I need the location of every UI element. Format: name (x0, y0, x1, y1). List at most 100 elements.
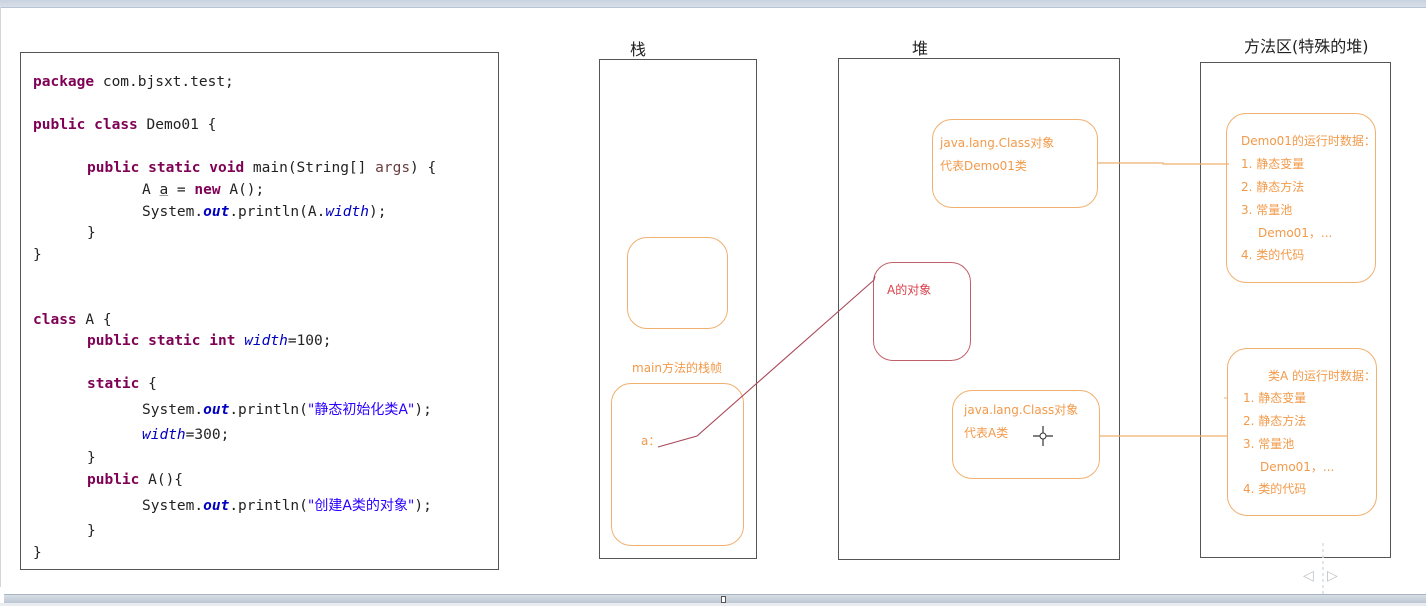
code-line-constructor: public A(){ (87, 471, 183, 489)
demo01-runtime-data-header: Demo01的运行时数据： (1241, 134, 1376, 148)
scrollbar-grip[interactable] (721, 596, 726, 603)
demo01-item: 1. 静态变量 (1241, 157, 1305, 171)
classA-runtime-data-header: 类A 的运行时数据： (1268, 369, 1377, 383)
crosshair-cursor-icon (1033, 426, 1053, 446)
code-text: ); (414, 498, 432, 514)
keyword: class (33, 312, 77, 328)
static-field: out (203, 204, 230, 220)
classA-item: 4. 类的代码 (1243, 482, 1307, 496)
code-line-width-decl: public static int width=100; (87, 332, 332, 350)
demo01-item: Demo01，... (1258, 226, 1333, 240)
code-text: =300; (185, 427, 230, 443)
status-strip (0, 603, 1426, 606)
demo01-item: 3. 常量池 (1241, 203, 1293, 217)
code-line-package: package com.bjsxt.test; (33, 73, 234, 91)
code-text: A (142, 182, 160, 198)
heap-area (838, 58, 1120, 560)
next-slide-icon[interactable]: ▷ (1327, 568, 1338, 584)
code-text: { (139, 376, 157, 392)
code-text: com.bjsxt.test; (94, 74, 234, 90)
keyword: static (148, 333, 201, 349)
keyword: int (209, 333, 236, 349)
code-line-class-demo01: public class Demo01 { (33, 116, 216, 134)
classA-item: 1. 静态变量 (1243, 391, 1307, 405)
keyword: package (33, 74, 95, 90)
code-line-println-width: System.out.println(A.width); (142, 203, 386, 221)
main-stack-frame (611, 383, 744, 546)
classA-runtime-data (1227, 348, 1377, 516)
code-line-brace: } (87, 225, 96, 241)
a-object (873, 262, 971, 361)
code-text: ); (369, 204, 387, 220)
local-var: a (159, 182, 169, 198)
code-text: A(){ (139, 472, 184, 488)
code-text: System. (142, 204, 204, 220)
code-line-brace: } (87, 523, 96, 539)
class-object-a-line2: 代表A类 (964, 426, 1009, 440)
field: width (142, 427, 186, 443)
keyword: public (87, 472, 140, 488)
keyword: void (209, 160, 245, 176)
code-text: ) { (410, 160, 437, 176)
a-object-label: A的对象 (887, 283, 932, 297)
local-var-a-label: a： (641, 434, 661, 448)
static-field: out (203, 498, 230, 514)
stack-title: 栈 (630, 40, 647, 59)
code-text: .println( (229, 498, 308, 514)
keyword: class (94, 117, 138, 133)
field: width (325, 204, 369, 220)
class-object-demo01-line1: java.lang.Class对象 (940, 136, 1055, 150)
classA-item: 2. 静态方法 (1243, 414, 1307, 428)
window-top-bar (0, 0, 1426, 8)
code-line-static-block: static { (87, 375, 157, 393)
class-object-demo01 (932, 119, 1098, 208)
code-line-brace: } (33, 545, 42, 561)
code-text: System. (142, 402, 204, 418)
string-literal: "创建A类的对象" (307, 498, 415, 514)
static-field: out (203, 402, 230, 418)
horizontal-scrollbar[interactable] (4, 594, 1426, 604)
code-text: A { (76, 312, 112, 328)
keyword: static (87, 376, 140, 392)
code-text: .println(A. (229, 204, 326, 220)
method-area (1200, 62, 1391, 558)
code-panel: package com.bjsxt.test; public class Dem… (20, 52, 499, 570)
class-object-a (952, 390, 1100, 479)
keyword: static (148, 160, 201, 176)
method-area-title: 方法区(特殊的堆) (1244, 37, 1369, 56)
code-text: System. (142, 498, 204, 514)
code-line-class-a: class A { (33, 311, 112, 329)
code-line-println-static: System.out.println("静态初始化类A"); (142, 401, 432, 419)
code-text: =100; (287, 333, 332, 349)
code-line-new-a: A a = new A(); (142, 181, 264, 199)
keyword: public (33, 117, 86, 133)
stack-frame-empty (627, 237, 728, 329)
code-line-println-ctor: System.out.println("创建A类的对象"); (142, 497, 432, 515)
param-name: args (375, 160, 411, 176)
code-line-width-assign: width=300; (142, 426, 229, 444)
code-text: .println( (229, 402, 308, 418)
classA-item: 3. 常量池 (1243, 437, 1295, 451)
keyword: public (87, 160, 140, 176)
code-text: main(String[] (252, 160, 376, 176)
code-line-main: public static void main(String[] args) { (87, 159, 436, 177)
main-stack-frame-label: main方法的栈帧 (632, 361, 722, 375)
code-line-brace: } (87, 450, 96, 466)
code-line-brace: } (33, 247, 42, 263)
classA-item: Demo01，... (1260, 460, 1335, 474)
keyword: new (194, 182, 221, 198)
field: width (244, 333, 288, 349)
demo01-item: 2. 静态方法 (1241, 180, 1305, 194)
string-literal: "静态初始化类A" (307, 402, 415, 418)
demo01-item: 4. 类的代码 (1241, 248, 1305, 262)
code-text: A(); (220, 182, 265, 198)
window-left-edge (0, 7, 1, 587)
code-text: = (168, 182, 195, 198)
code-text: Demo01 { (137, 117, 217, 133)
heap-title: 堆 (912, 39, 929, 58)
prev-slide-icon[interactable]: ◁ (1303, 568, 1314, 584)
demo01-runtime-data (1226, 113, 1376, 283)
code-text: ); (414, 402, 432, 418)
class-object-a-line1: java.lang.Class对象 (964, 403, 1079, 417)
keyword: public (87, 333, 140, 349)
